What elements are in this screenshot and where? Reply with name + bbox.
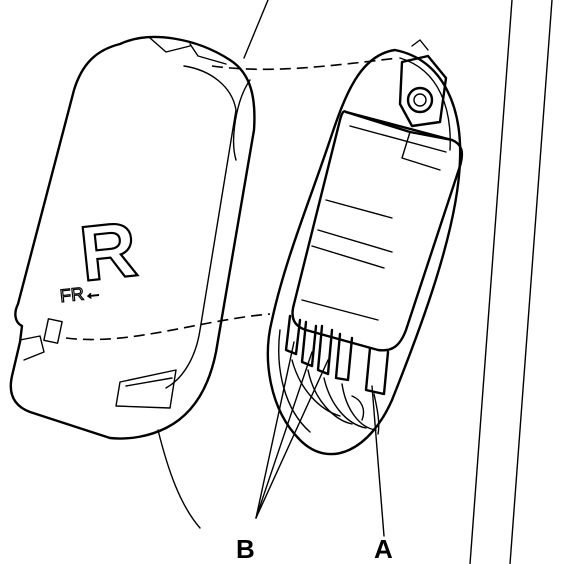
- alignment-lines: [65, 57, 399, 341]
- callout-label-b: B: [236, 534, 255, 564]
- cover-letter: R: [76, 204, 141, 297]
- wiring-harness: [284, 314, 390, 435]
- callout-leaders: [255, 341, 385, 537]
- mounting-nut: [398, 39, 448, 128]
- pillar-panel: [157, 0, 553, 564]
- cover-panel: [9, 35, 256, 440]
- cover-marking: FR←: [59, 282, 103, 306]
- sensor-unit: [291, 110, 464, 352]
- callout-label-a: A: [374, 534, 393, 564]
